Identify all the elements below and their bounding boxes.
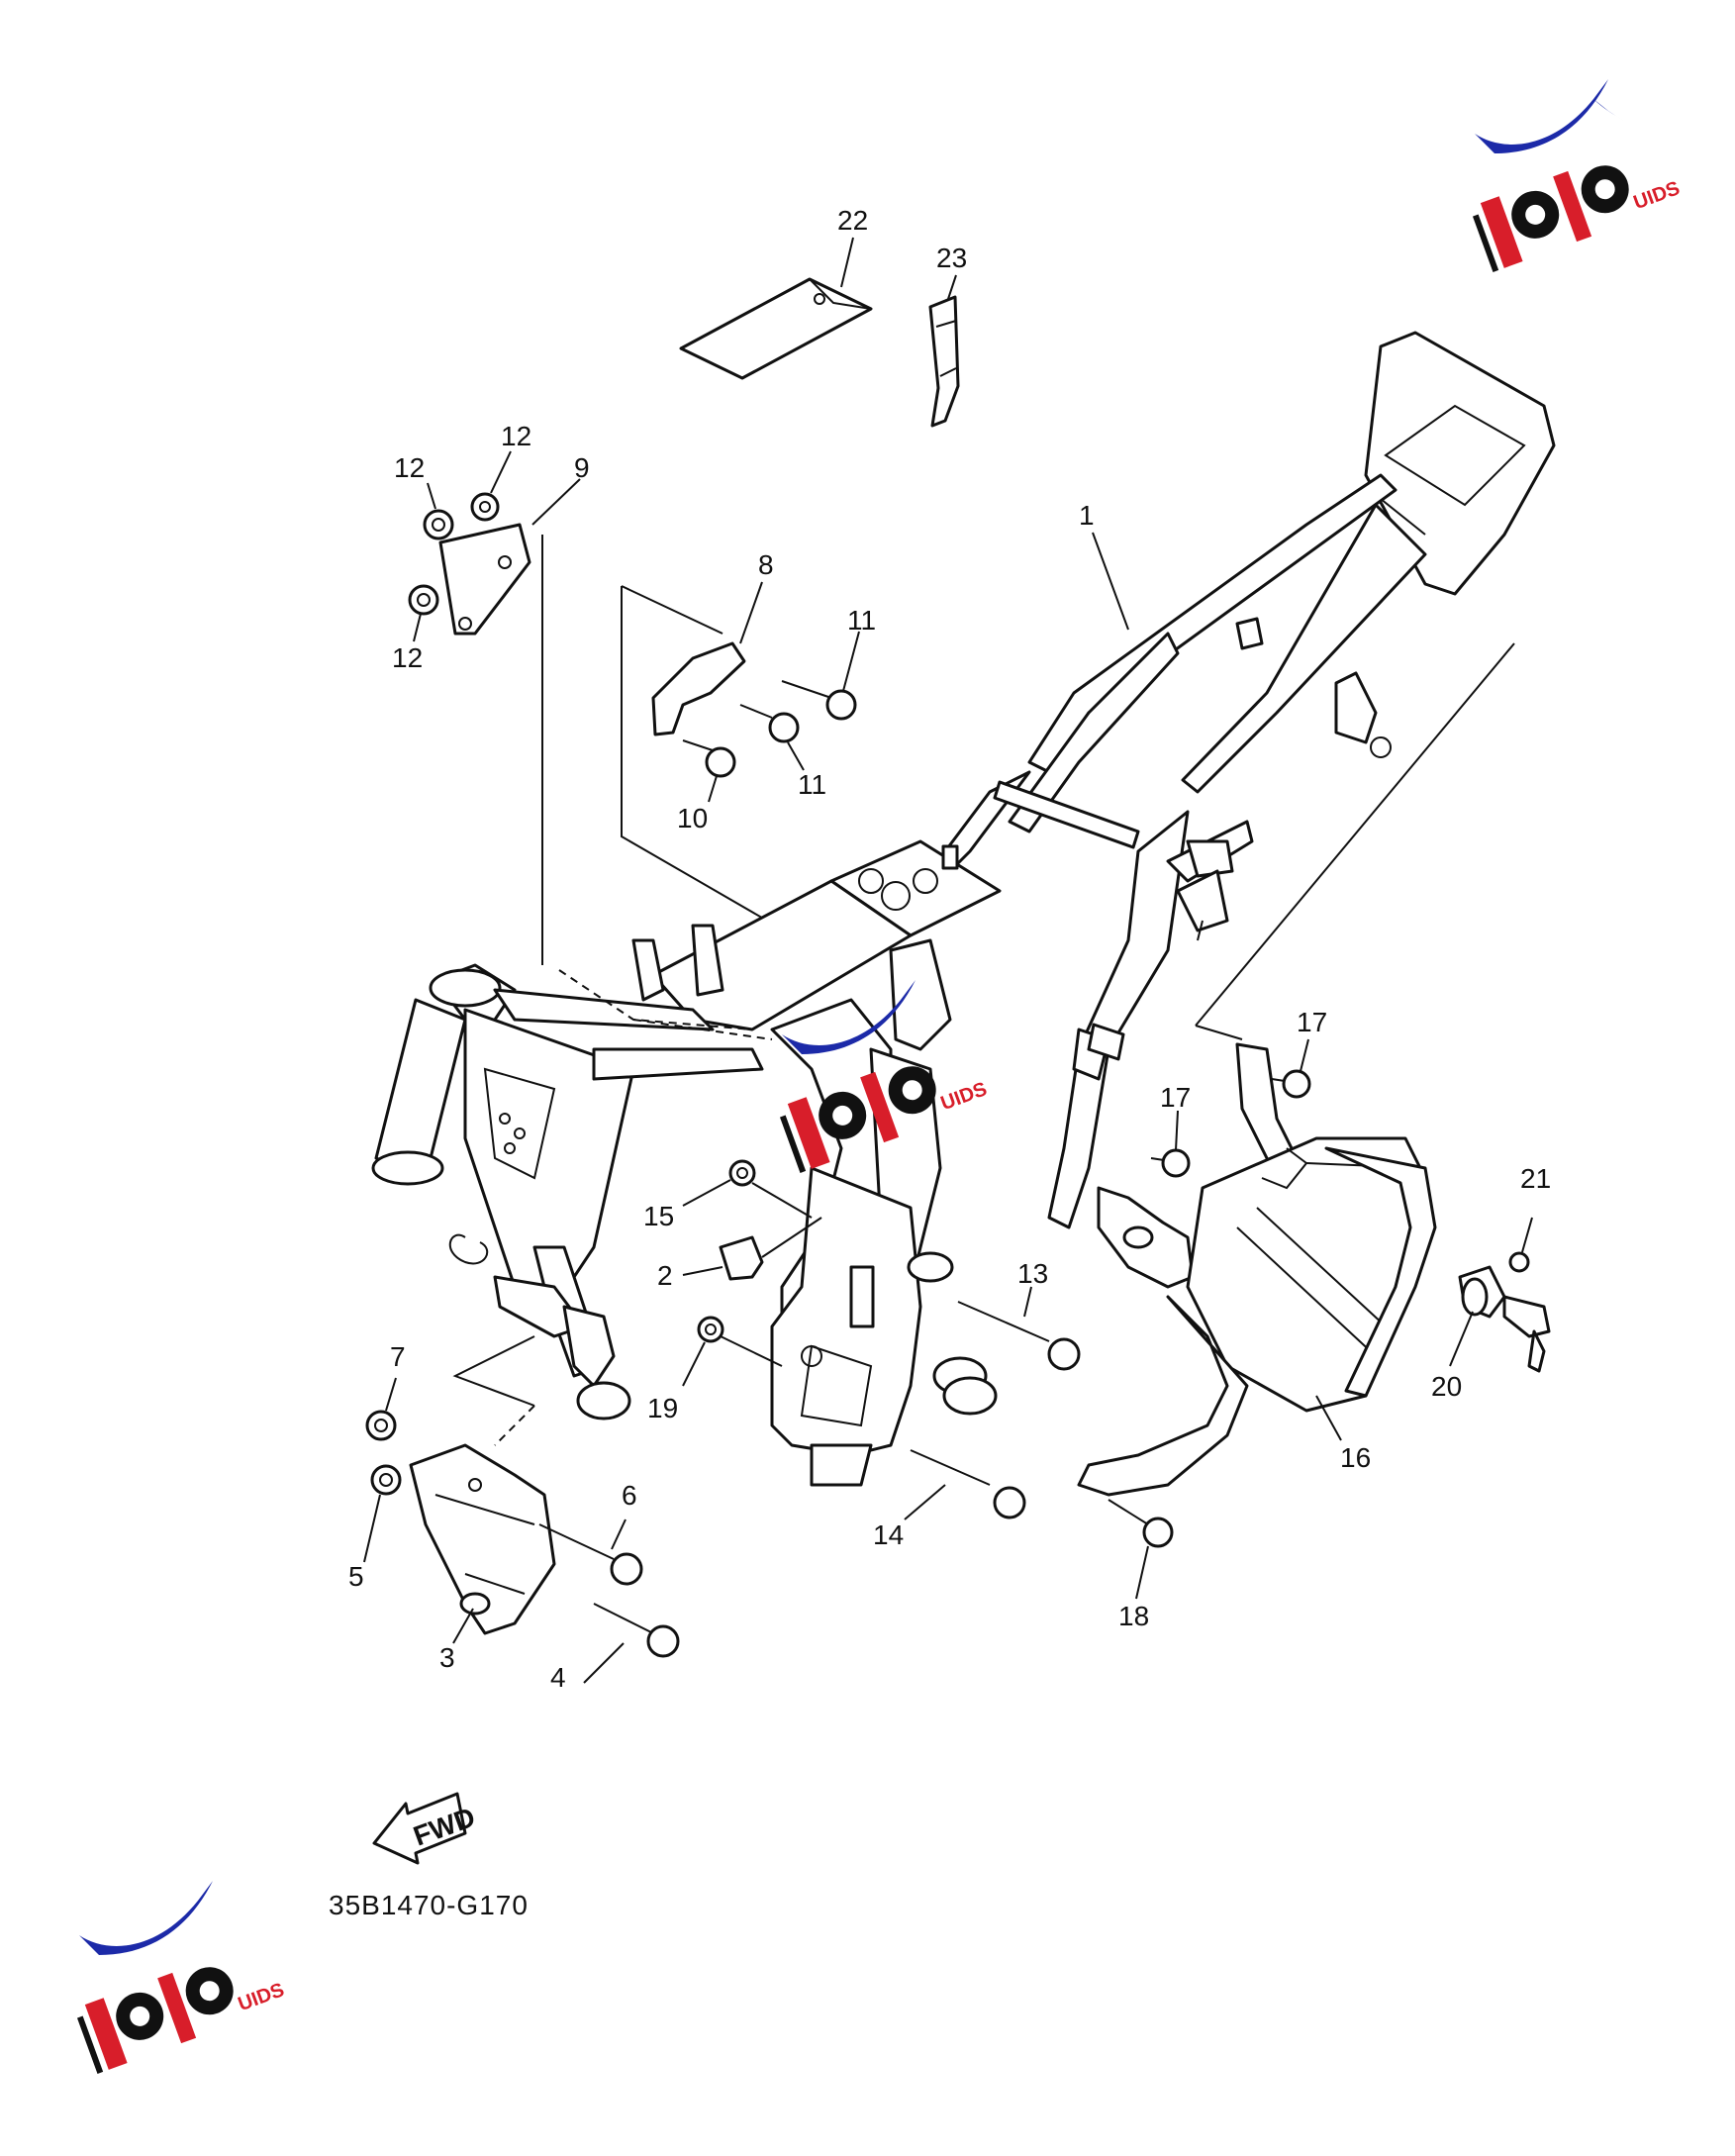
callout-16: 16 — [1340, 1442, 1371, 1473]
drawing-code: 35B1470-G170 — [329, 1890, 529, 1920]
callout-6: 6 — [622, 1480, 637, 1511]
part-2-clip — [682, 1217, 822, 1281]
bolt-11-a — [781, 631, 860, 721]
callout-17-a: 17 — [1297, 1007, 1327, 1037]
callout-3: 3 — [439, 1642, 455, 1673]
bolt-17-b — [1150, 1110, 1191, 1178]
bolt-11-b — [739, 704, 805, 771]
callout-15: 15 — [643, 1201, 674, 1231]
logo-sub-text: UIDS — [1631, 177, 1683, 214]
part-9-bracket — [438, 478, 581, 965]
part-15-grommet — [682, 1159, 813, 1219]
callout-11-b: 11 — [798, 769, 826, 800]
logo-top-right: UIDS — [1472, 79, 1683, 272]
callout-22: 22 — [837, 205, 868, 236]
logo-sub-text: UIDS — [236, 1979, 287, 2015]
nut-5 — [363, 1464, 402, 1563]
callout-13: 13 — [1017, 1258, 1048, 1289]
callout-19: 19 — [647, 1393, 678, 1423]
callout-17-b: 17 — [1160, 1082, 1191, 1113]
part-22-plate — [679, 237, 873, 380]
part-19-grommet — [682, 1316, 783, 1387]
callout-2: 2 — [657, 1260, 673, 1291]
nut-7 — [365, 1377, 397, 1441]
bolt-4 — [583, 1603, 680, 1684]
callout-11-a: 11 — [847, 605, 876, 636]
bolt-17-a — [1271, 1038, 1311, 1099]
callout-20: 20 — [1431, 1371, 1462, 1402]
fwd-arrow-icon: FWD — [372, 1792, 479, 1865]
bolt-14 — [904, 1449, 1026, 1520]
callout-labels: 1 2 3 4 5 6 7 8 9 10 11 11 12 12 12 13 1… — [348, 205, 1551, 1693]
callout-12-b: 12 — [501, 421, 531, 451]
bolt-13 — [957, 1286, 1081, 1371]
callout-4: 4 — [550, 1662, 566, 1693]
callout-12-c: 12 — [392, 642, 423, 673]
part-20-lock — [1449, 1265, 1551, 1373]
bolt-10 — [682, 739, 736, 803]
callout-23: 23 — [936, 243, 967, 273]
callout-9: 9 — [574, 452, 590, 483]
callout-1: 1 — [1079, 500, 1095, 531]
nut-12-b — [470, 450, 512, 522]
callout-18: 18 — [1118, 1601, 1149, 1631]
callout-12-a: 12 — [394, 452, 425, 483]
nut-12-c — [408, 584, 439, 642]
logo-bottom-left: UIDS — [76, 1881, 287, 2074]
callout-7: 7 — [390, 1341, 406, 1372]
part-8-bracket — [621, 581, 768, 922]
bolt-6 — [538, 1519, 643, 1586]
callout-21: 21 — [1520, 1163, 1551, 1194]
bolt-18 — [1108, 1499, 1174, 1600]
callout-10: 10 — [677, 803, 708, 833]
part-23-clip — [928, 274, 960, 428]
part-3-bracket — [409, 1335, 556, 1644]
bolt-21 — [1508, 1217, 1533, 1273]
callout-5: 5 — [348, 1561, 364, 1592]
callout-8: 8 — [758, 549, 774, 580]
nut-12-a — [423, 482, 454, 540]
part-16-carrier — [1077, 642, 1515, 1497]
logo-sub-text: UIDS — [938, 1078, 990, 1115]
callout-14: 14 — [873, 1519, 904, 1550]
